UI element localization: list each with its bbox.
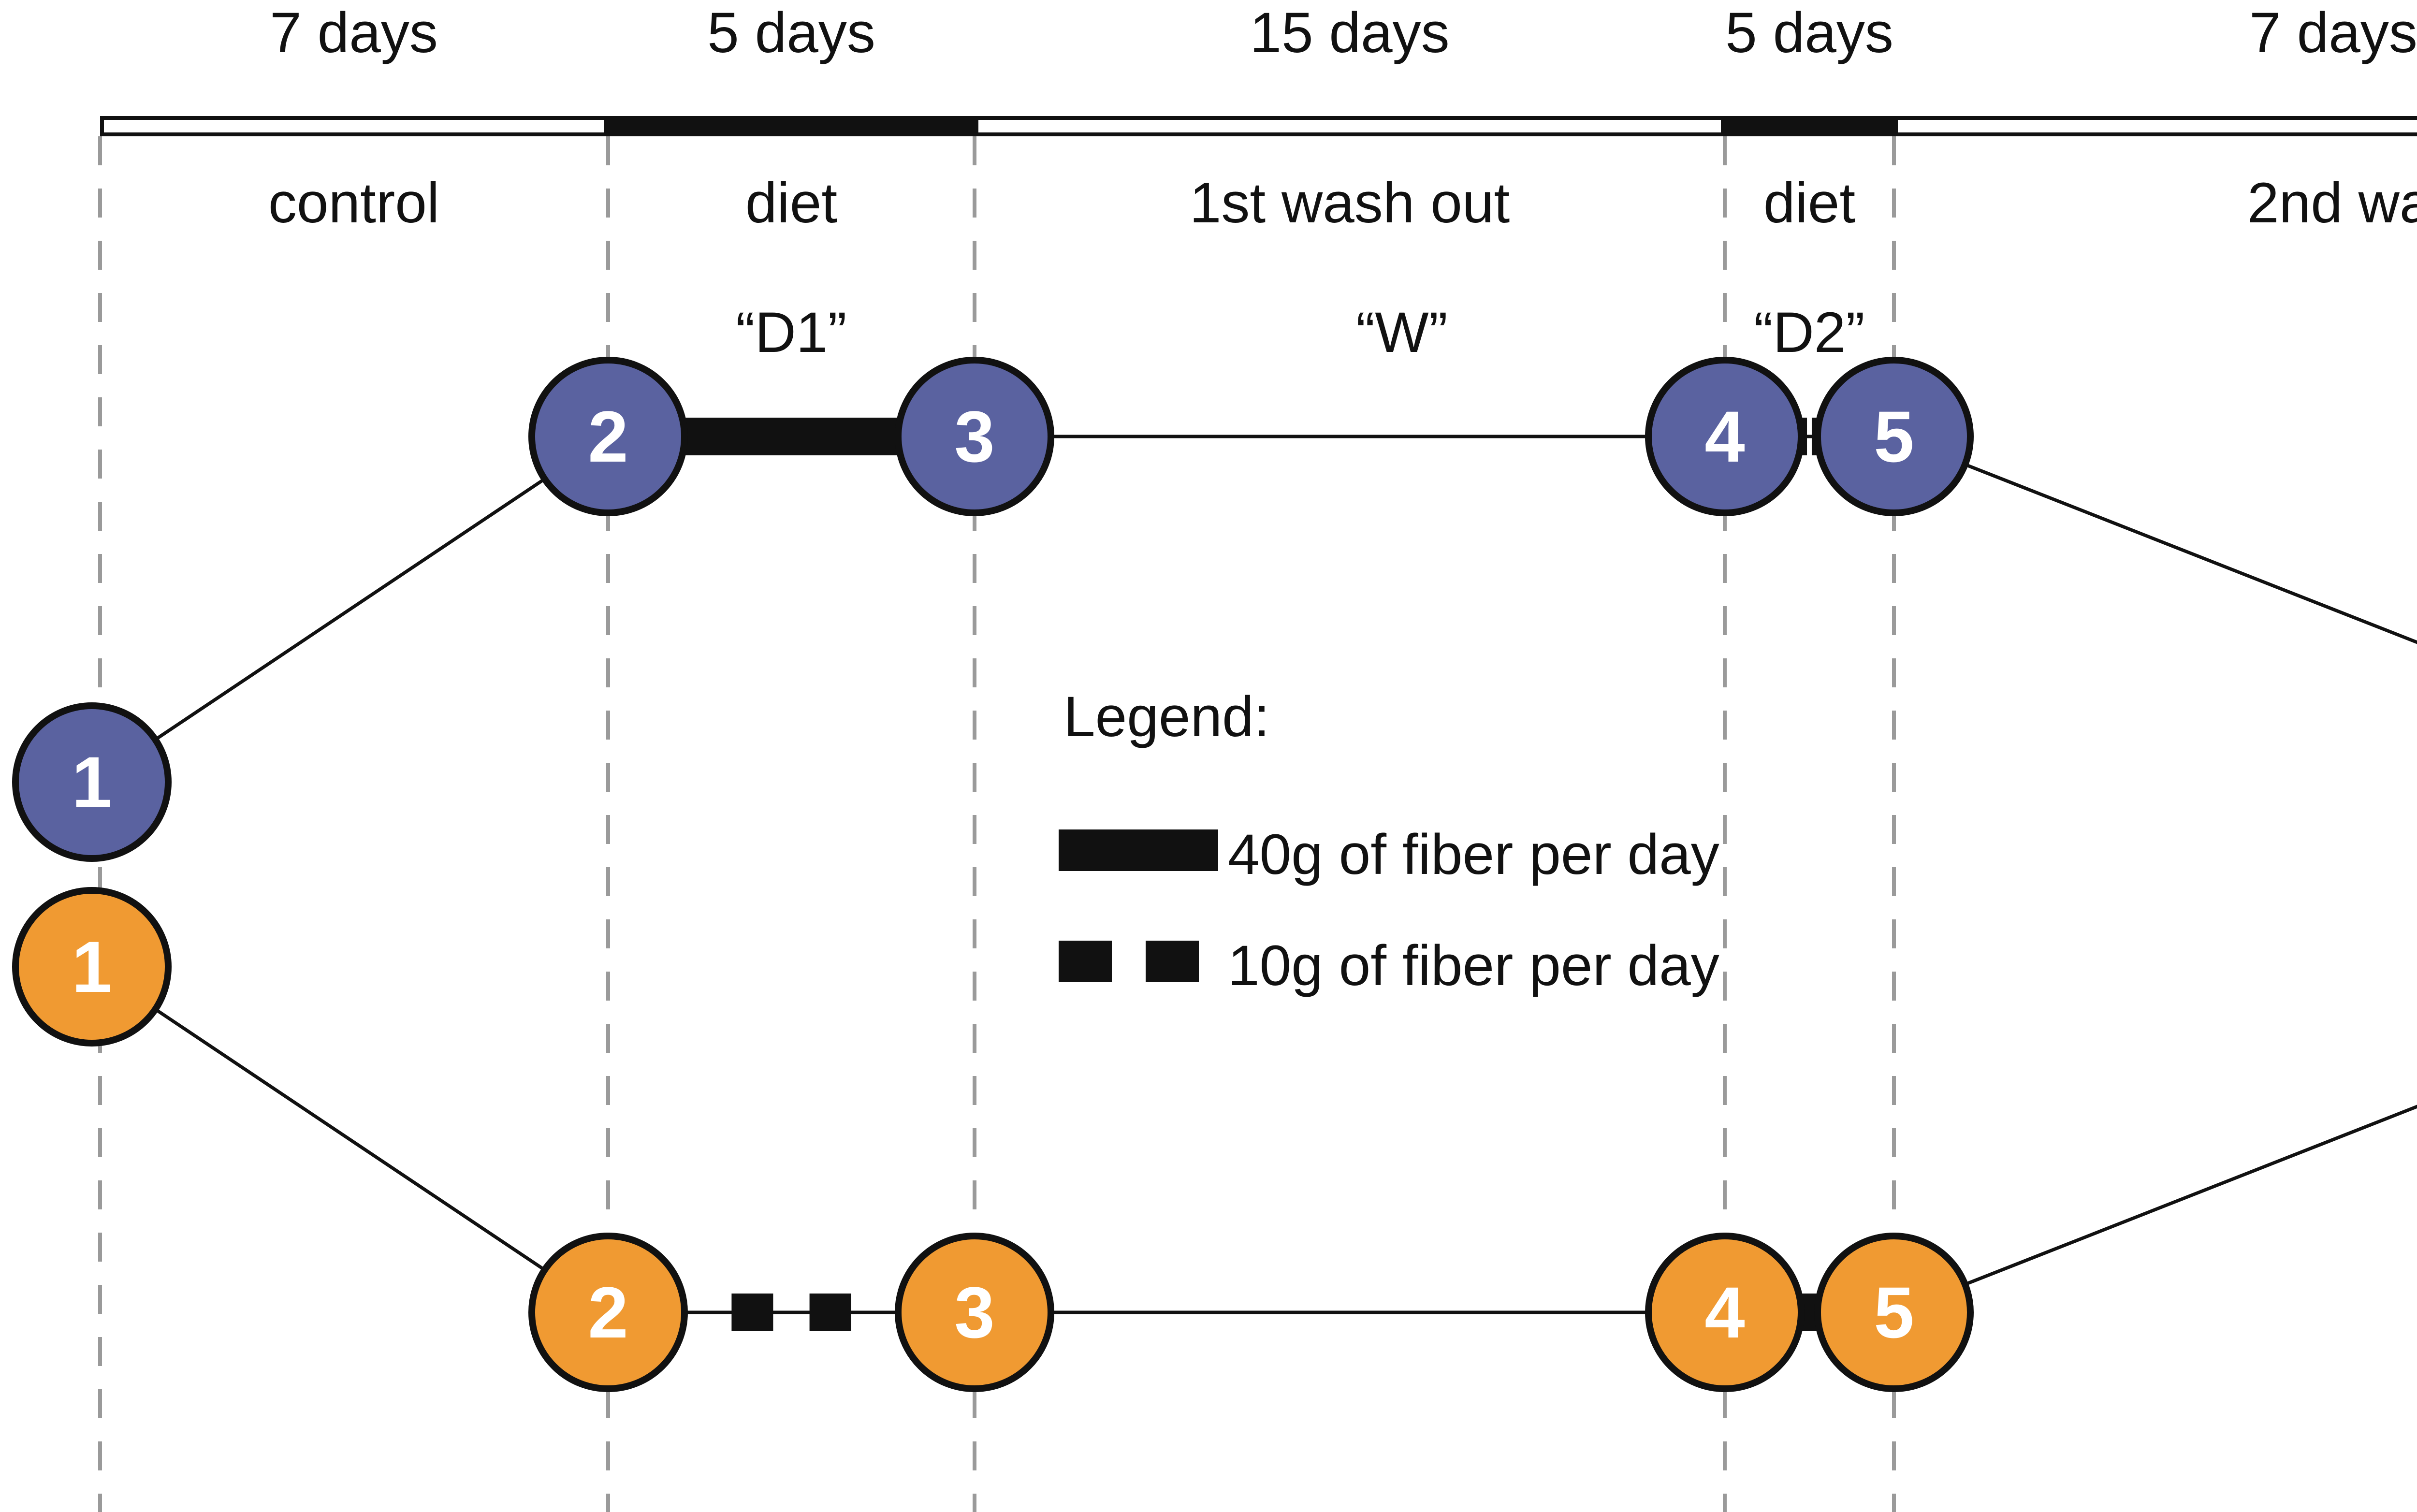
- period-days-washout1: 15 days: [1250, 1, 1450, 65]
- orange-arm-node-4[interactable]: 4: [1645, 1233, 1805, 1392]
- blue-arm-node-4[interactable]: 4: [1645, 357, 1805, 516]
- node-number-label: 3: [954, 396, 994, 477]
- phase-code-d1: “D1”: [736, 301, 847, 364]
- legend-label-40g: 40g of fiber per day: [1228, 823, 1719, 887]
- blue-arm-node-1[interactable]: 1: [12, 702, 172, 862]
- period-name-diet1: diet: [745, 171, 838, 235]
- node-circle: [1645, 1233, 1805, 1392]
- blue-arm-connector-1-to-2: [154, 477, 546, 741]
- orange-arm-node-3[interactable]: 3: [895, 1233, 1054, 1392]
- phase-code-w: “W”: [1356, 301, 1448, 364]
- connector-dash-10g-2: [809, 1294, 851, 1331]
- node-number-label: 2: [588, 396, 628, 477]
- node-number-label: 5: [1874, 1272, 1914, 1353]
- node-number-label: 4: [1704, 1272, 1745, 1353]
- node-circle: [1645, 357, 1805, 516]
- timeline-segment-control: [104, 120, 604, 132]
- connector-line-thin: [154, 1007, 546, 1272]
- node-circle: [12, 887, 172, 1047]
- phase-code-d2: “D2”: [1754, 301, 1865, 364]
- timeline-segment-washout2: [1898, 120, 2417, 132]
- blue-arm-node-5[interactable]: 5: [1814, 357, 1974, 516]
- legend-swatch-10g-dash-1: [1059, 941, 1112, 982]
- node-number-label: 2: [588, 1272, 628, 1353]
- blue-arm-node-2[interactable]: 2: [528, 357, 688, 516]
- node-circle: [528, 357, 688, 516]
- blue-arm-node-3[interactable]: 3: [895, 357, 1054, 516]
- period-days-diet2: 5 days: [1725, 1, 1893, 65]
- legend-title: Legend:: [1063, 685, 1270, 749]
- period-name-control: control: [268, 171, 440, 235]
- orange-arm-connector-2-to-3: [678, 1294, 905, 1331]
- node-number-label: 3: [954, 1272, 994, 1353]
- period-name-washout2: 2nd wash out: [2247, 171, 2417, 235]
- period-name-diet2: diet: [1763, 171, 1856, 235]
- node-circle: [895, 1233, 1054, 1392]
- legend-swatch-10g-dash-2: [1146, 941, 1199, 982]
- legend-label-10g: 10g of fiber per day: [1228, 934, 1719, 998]
- node-circle: [1814, 357, 1974, 516]
- node-circle: [528, 1233, 688, 1392]
- node-circle: [1814, 1233, 1974, 1392]
- node-number-label: 1: [72, 741, 112, 823]
- connector-bar-40g: [678, 418, 905, 455]
- connector-line-thin: [154, 477, 546, 741]
- blue-arm-connector-5-to-6: [1964, 463, 2417, 644]
- orange-arm-node-5[interactable]: 5: [1814, 1233, 1974, 1392]
- orange-arm-node-2[interactable]: 2: [528, 1233, 688, 1392]
- connector-line-thin: [1964, 1105, 2417, 1286]
- node-number-label: 5: [1874, 396, 1914, 477]
- node-number-label: 1: [72, 926, 112, 1007]
- orange-arm-connector-5-to-6: [1964, 1105, 2417, 1286]
- node-number-label: 4: [1704, 396, 1745, 477]
- orange-arm-connector-1-to-2: [154, 1007, 546, 1272]
- node-circle: [12, 702, 172, 862]
- period-name-washout1: 1st wash out: [1189, 171, 1510, 235]
- node-circle: [895, 357, 1054, 516]
- blue-arm-connector-2-to-3: [678, 418, 905, 455]
- timeline-segment-washout1: [978, 120, 1721, 132]
- period-days-control: 7 days: [270, 1, 438, 65]
- orange-arm-node-1[interactable]: 1: [12, 887, 172, 1047]
- period-days-diet1: 5 days: [707, 1, 875, 65]
- period-days-washout2: 7 days: [2249, 1, 2417, 65]
- connector-line-thin: [1964, 463, 2417, 644]
- legend-swatch-40g: [1059, 829, 1218, 871]
- connector-dash-10g-1: [731, 1294, 773, 1331]
